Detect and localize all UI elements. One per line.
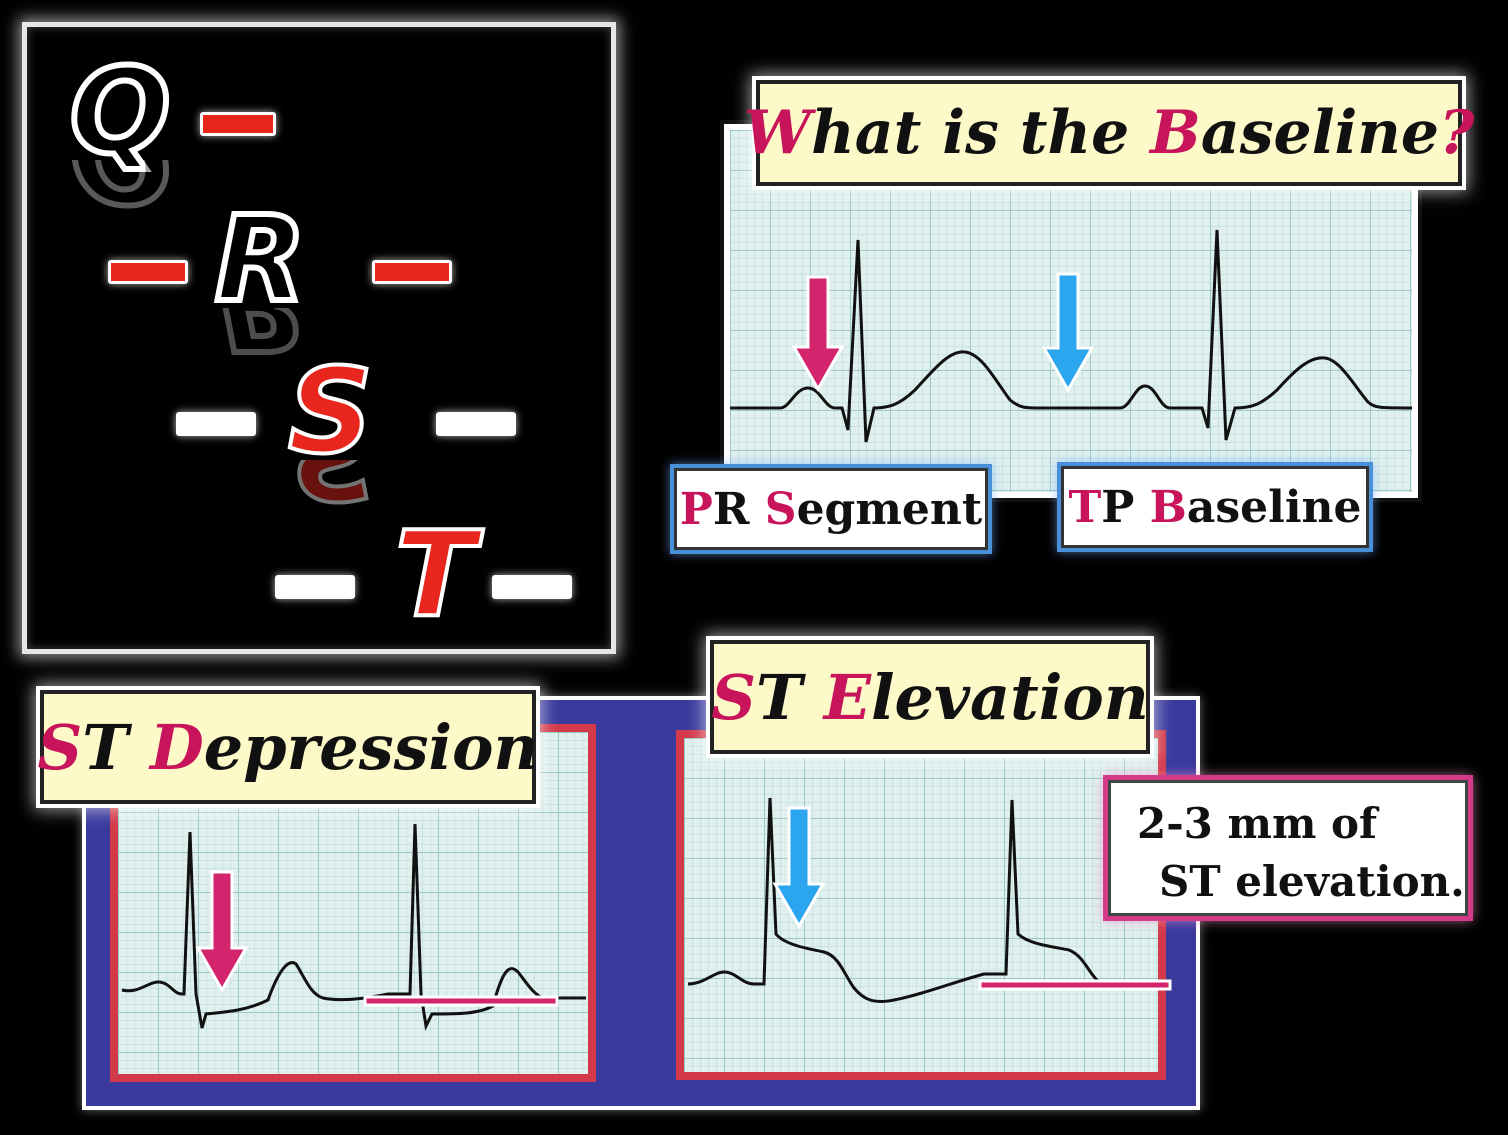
down-arrow-icon: [195, 870, 249, 994]
label-accent: T: [1068, 481, 1102, 533]
letter-t: T: [393, 505, 477, 643]
label-text: P: [1101, 481, 1150, 533]
letter-s: S: [286, 342, 375, 480]
depression-baseline-marker: [363, 995, 559, 1007]
title-accent: S: [711, 660, 756, 734]
title-text: epression: [203, 710, 539, 784]
down-arrow-icon: [792, 275, 844, 393]
label-text: R: [712, 483, 765, 535]
baseline-ecg-trace: [730, 229, 1413, 443]
label-accent: S: [764, 483, 797, 535]
letter-r: R: [212, 190, 309, 328]
note-line-2: ST elevation.: [1159, 857, 1465, 906]
dash-r-right: [372, 260, 452, 284]
label-accent: P: [679, 483, 713, 535]
title-accent: E: [823, 660, 871, 734]
title-text: T: [755, 660, 824, 734]
label-text: egment: [796, 483, 983, 535]
title-text: aseline: [1200, 98, 1440, 168]
st-elevation-note: 2-3 mm of ST elevation.: [1108, 780, 1468, 916]
elevation-ecg-trace: [687, 797, 1155, 1003]
label-accent: B: [1149, 481, 1187, 533]
depression-ecg-trace: [121, 823, 586, 1031]
dash-r-left: [108, 260, 188, 284]
title-text: T: [82, 710, 151, 784]
title-text: hat is the: [811, 98, 1151, 168]
down-arrow-icon: [772, 806, 826, 930]
dash-t-left: [275, 575, 355, 599]
note-line-1: 2-3 mm of: [1137, 799, 1378, 848]
title-accent: ?: [1439, 98, 1475, 168]
elevation-baseline-marker: [978, 979, 1172, 991]
title-accent: B: [1150, 98, 1201, 168]
down-arrow-icon: [1042, 272, 1094, 394]
dash-q-right: [200, 112, 276, 136]
title-accent: S: [37, 710, 83, 784]
qrst-panel: [22, 22, 616, 654]
letter-q: Q: [67, 42, 173, 180]
letter-q-reflection: Q: [70, 160, 170, 218]
title-text: levation: [870, 660, 1149, 734]
elevation-ecg-grid: [684, 738, 1158, 1072]
label-text: aseline: [1186, 481, 1362, 533]
title-accent: D: [150, 710, 204, 784]
dash-s-left: [176, 412, 256, 436]
dash-s-right: [436, 412, 516, 436]
title-accent: W: [743, 98, 812, 168]
letter-s-reflection: S: [288, 460, 373, 515]
dash-t-right: [492, 575, 572, 599]
